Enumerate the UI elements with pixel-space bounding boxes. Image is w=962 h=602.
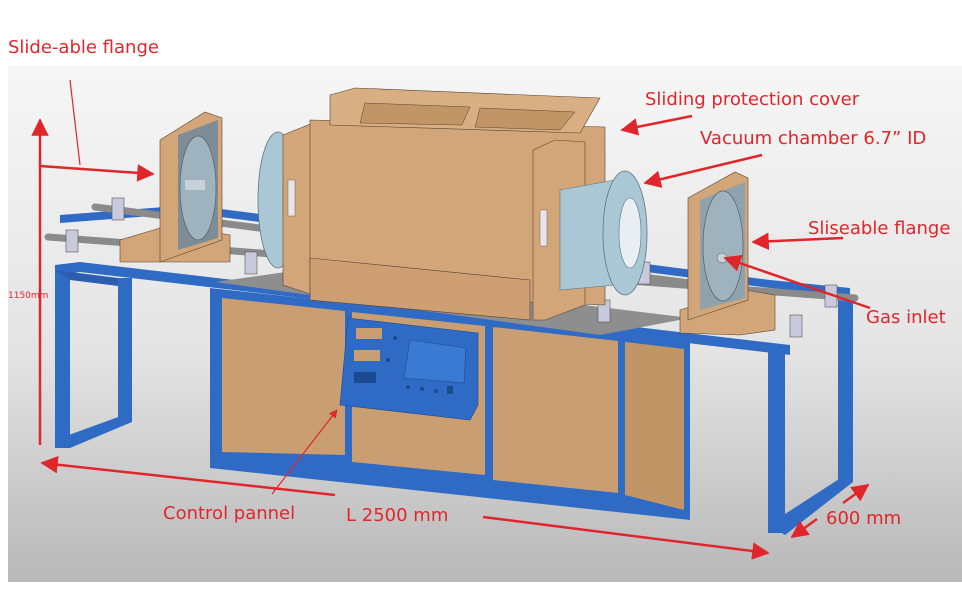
- label-height: 1150mm: [8, 291, 49, 301]
- vacuum-chamber: [559, 170, 648, 296]
- label-length: L 2500 mm: [346, 505, 449, 526]
- right-slideable-flange: [679, 171, 776, 336]
- furnace-body: [282, 87, 606, 321]
- label-gas-inlet: Gas inlet: [866, 307, 946, 328]
- label-control-panel: Control pannel: [163, 503, 296, 524]
- left-slideable-flange: [119, 111, 231, 263]
- control-panel: [339, 317, 479, 421]
- annotation-arrows: [31, 79, 871, 560]
- label-protection-cover: Sliding protection cover: [645, 89, 860, 110]
- label-slideable-flange-right: Sliseable flange: [808, 218, 951, 239]
- label-slideable-flange-left: Slide-able flange: [8, 37, 159, 58]
- label-width: 600 mm: [826, 508, 902, 529]
- label-vacuum-chamber: Vacuum chamber 6.7” ID: [700, 128, 927, 149]
